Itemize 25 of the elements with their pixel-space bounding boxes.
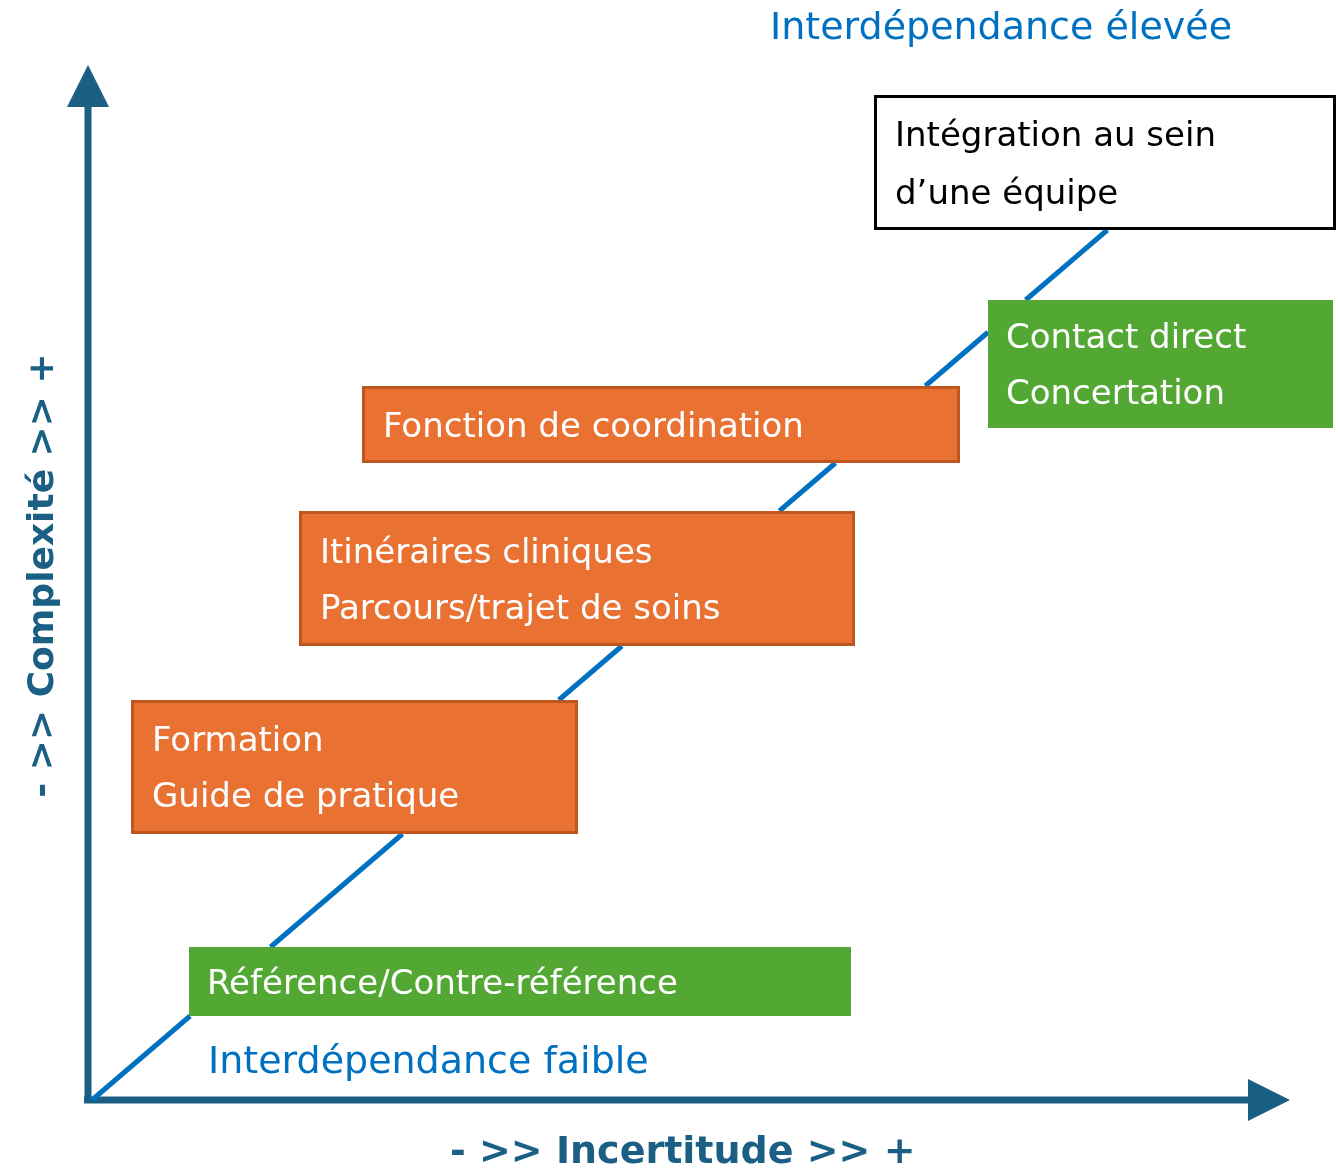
- box-text: Fonction de coordination: [383, 403, 805, 447]
- connector-line: [90, 1014, 192, 1102]
- connector-line: [268, 832, 405, 949]
- box-text: Parcours/trajet de soins: [320, 585, 722, 629]
- label-box: [988, 300, 1333, 428]
- annotation-text: Interdépendance élevée: [770, 4, 1232, 48]
- box-text: Référence/Contre-référence: [207, 960, 679, 1004]
- box-text: Intégration au sein d’une équipe: [895, 112, 1217, 214]
- label-box: [874, 95, 1336, 230]
- annotation-text: Interdépendance faible: [208, 1038, 649, 1082]
- connector-line: [777, 461, 838, 513]
- box-text: Contact direct: [1006, 315, 1248, 358]
- label-box: [299, 511, 855, 646]
- box-text: Itinéraires cliniques: [320, 529, 654, 573]
- label-box: [189, 947, 851, 1016]
- connector-line: [1024, 228, 1109, 302]
- axis-label: - >> Incertitude >> +: [450, 1128, 916, 1172]
- connector-line: [923, 330, 990, 388]
- box-text: Guide de pratique: [152, 774, 461, 817]
- axis-label: - >> Complexité >> +: [19, 352, 61, 798]
- box-text: Concertation: [1006, 371, 1226, 414]
- label-box: [362, 386, 960, 463]
- box-text: Formation: [152, 718, 325, 761]
- label-box: [131, 700, 578, 834]
- connector-line: [557, 644, 624, 702]
